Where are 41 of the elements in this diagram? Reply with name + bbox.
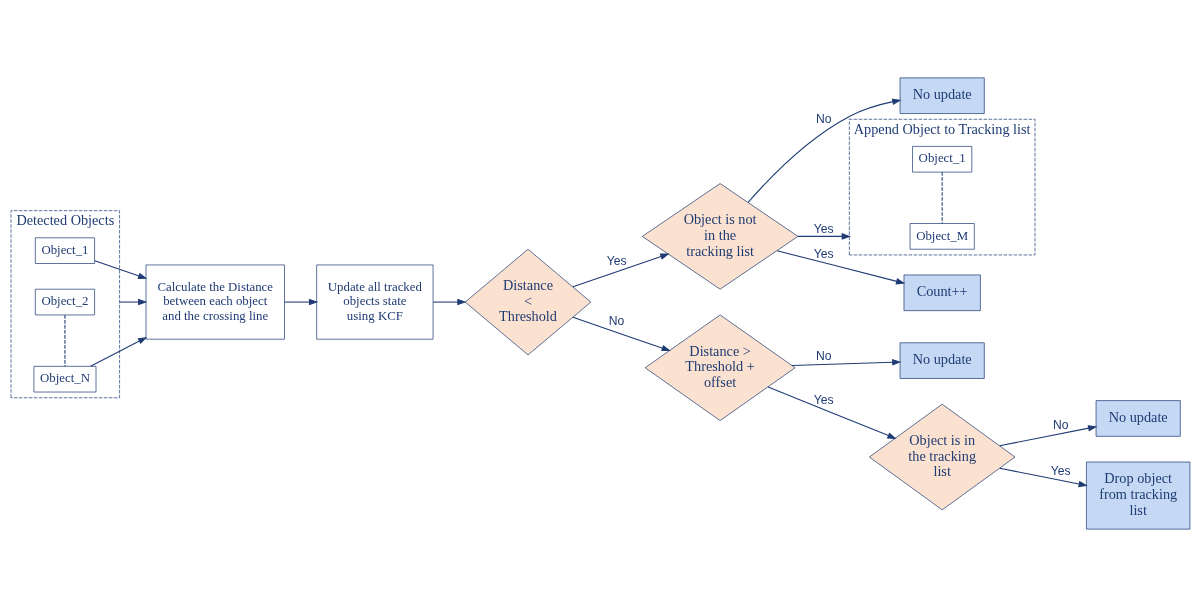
arrow: [90, 336, 148, 367]
arrow: [747, 98, 902, 203]
edge-label: No: [608, 314, 625, 329]
node-diamond: Object is in the tracking list: [869, 403, 1016, 511]
edge-label: Yes: [1050, 463, 1071, 478]
edge-label: Yes: [813, 392, 834, 407]
arrow: [572, 316, 671, 352]
node-box: No update: [899, 77, 985, 114]
arrow: [119, 298, 148, 306]
arrow: [432, 298, 467, 306]
edge-label: No: [1052, 417, 1069, 432]
arrow: [791, 358, 902, 366]
node-box: Object_1: [912, 146, 973, 173]
node-box: No update: [1095, 400, 1181, 437]
node-box: Object_M: [909, 223, 975, 250]
node-diamond: Distance < Threshold: [464, 248, 592, 356]
arrow: [999, 467, 1088, 488]
node-diamond: Distance > Threshold + offset: [644, 314, 796, 421]
node-diamond: Object is not in the tracking list: [641, 183, 799, 290]
node-box: No update: [899, 342, 985, 379]
node-box: Drop object from tracking list: [1086, 461, 1191, 530]
arrow: [999, 425, 1098, 447]
arrow: [797, 233, 851, 240]
node-box: Count++: [903, 274, 981, 311]
arrow: [572, 253, 670, 288]
node-box: Object_N: [33, 366, 97, 393]
connector: [64, 314, 66, 367]
edge-label: Yes: [606, 254, 627, 269]
arrow: [767, 386, 897, 439]
edge-label: No: [815, 349, 832, 364]
node-box: Object_2: [34, 288, 95, 316]
arrow: [94, 260, 148, 279]
node-box: Calculate the Distance between each object and the crossing line: [145, 264, 285, 340]
connector: [941, 171, 943, 224]
edge-label: Yes: [813, 246, 834, 261]
edge-label: No: [815, 111, 832, 126]
edge-label: Yes: [813, 221, 834, 236]
arrow: [284, 298, 319, 306]
node-box: Object_1: [34, 237, 95, 264]
arrow: [776, 250, 906, 285]
node-box: Update all tracked objects state using KCF: [316, 264, 434, 340]
